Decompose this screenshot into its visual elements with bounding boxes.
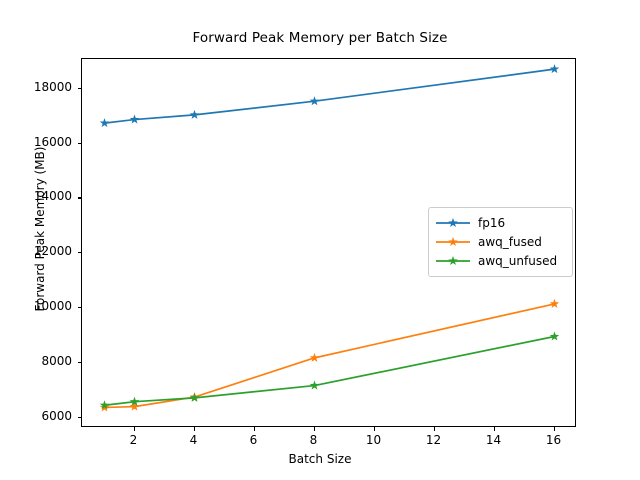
series-line (103, 335, 556, 407)
y-tick-mark (77, 416, 82, 418)
series-awq_unfused (99, 331, 560, 410)
x-tick-mark (253, 426, 255, 431)
legend-label: fp16 (478, 215, 506, 230)
data-point-marker (129, 396, 140, 406)
y-tick-label: 10000 (33, 299, 72, 313)
chart-legend: fp16 awq_fused awq_unfused (428, 207, 573, 277)
legend-swatch-icon (435, 254, 471, 268)
x-tick-mark (433, 426, 435, 431)
x-tick-mark (133, 426, 135, 431)
x-tick-label: 8 (309, 433, 318, 447)
data-point-marker (129, 114, 140, 124)
x-tick-label: 4 (189, 433, 198, 447)
legend-item-awq_unfused[interactable]: awq_unfused (435, 251, 566, 270)
legend-label: awq_unfused (478, 253, 558, 268)
series-line (103, 68, 556, 124)
x-tick-mark (493, 426, 495, 431)
series-fp16 (99, 64, 560, 128)
data-point-marker (189, 392, 200, 402)
data-point-marker (99, 400, 110, 410)
x-tick-mark (313, 426, 315, 431)
x-tick-label: 16 (545, 433, 562, 447)
y-tick-mark (77, 142, 82, 144)
y-tick-mark (77, 87, 82, 89)
legend-label: awq_fused (478, 234, 542, 249)
x-tick-mark (193, 426, 195, 431)
y-tick-mark (77, 307, 82, 309)
data-point-marker (549, 331, 560, 341)
x-tick-label: 2 (129, 433, 138, 447)
data-point-marker (309, 96, 320, 106)
x-tick-mark (373, 426, 375, 431)
data-point-marker (129, 401, 140, 411)
data-point-marker (549, 298, 560, 308)
data-point-marker (99, 118, 110, 128)
x-tick-mark (553, 426, 555, 431)
series-awq_fused (99, 298, 560, 412)
y-tick-label: 8000 (41, 353, 72, 368)
plot-lines (99, 64, 560, 412)
x-tick-label: 14 (485, 433, 502, 447)
y-tick-label: 14000 (33, 189, 72, 204)
data-point-marker (189, 109, 200, 119)
series-line (103, 303, 556, 409)
y-tick-mark (77, 361, 82, 363)
y-tick-label: 12000 (33, 244, 72, 259)
data-point-marker (309, 380, 320, 390)
x-tick-label: 10 (365, 433, 382, 447)
x-tick-label: 12 (425, 433, 442, 447)
x-axis-label: Batch Size (288, 452, 352, 466)
y-tick-label: 18000 (33, 79, 72, 94)
data-point-marker (309, 352, 320, 362)
y-tick-label: 6000 (41, 408, 72, 423)
x-tick-label: 6 (249, 433, 258, 447)
legend-item-awq_fused[interactable]: awq_fused (435, 232, 566, 251)
y-tick-label: 16000 (33, 134, 72, 149)
y-tick-mark (77, 197, 82, 199)
y-tick-mark (77, 252, 82, 254)
legend-swatch-icon (435, 235, 471, 249)
legend-swatch-icon (435, 216, 471, 230)
data-point-marker (549, 64, 560, 74)
legend-item-fp16[interactable]: fp16 (435, 213, 566, 232)
chart-title: Forward Peak Memory per Batch Size (192, 30, 448, 46)
